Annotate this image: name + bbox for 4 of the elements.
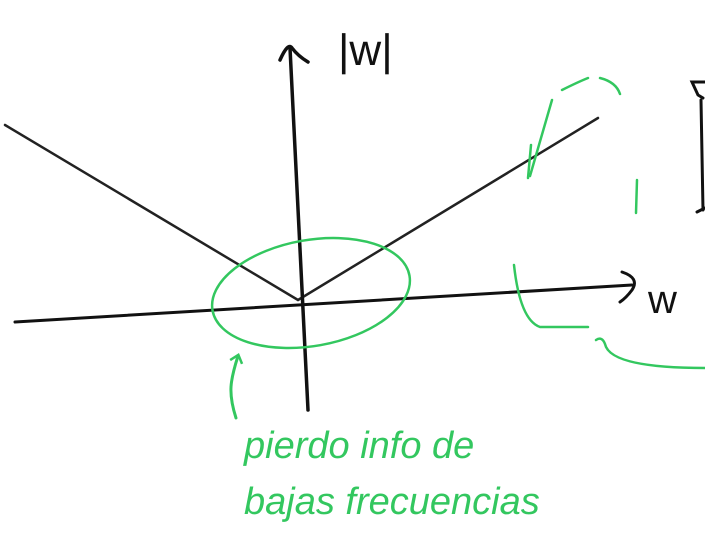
note-text: pierdo info de bajas frecuencias [242, 424, 541, 525]
axis-label: |w| [338, 25, 393, 77]
arrow [228, 354, 244, 420]
axis-label: w [648, 277, 677, 324]
